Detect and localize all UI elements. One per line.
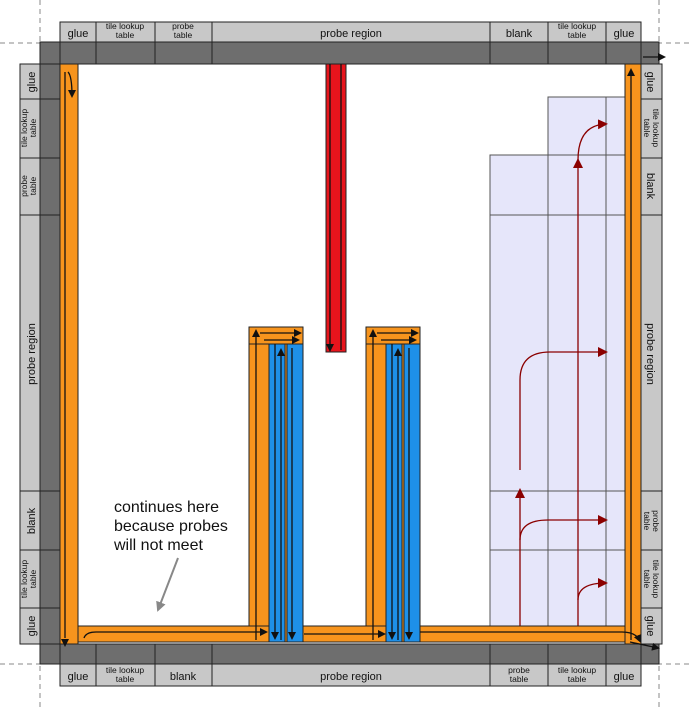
probe-table-grid <box>489 96 626 627</box>
left-probe-table-label: probetable <box>19 175 38 197</box>
left-probe-region-label: probe region <box>26 323 38 385</box>
top-blank-label: blank <box>506 28 533 40</box>
left-blank-label: blank <box>26 507 38 534</box>
annotation-line-3: will not meet <box>113 537 203 554</box>
left-tile-lookup-bottom-label: tile lookuptable <box>19 560 38 599</box>
top-glue-left-label: glue <box>68 28 89 40</box>
right-glue-bottom-label: glue <box>644 616 656 637</box>
right-glue-top-label: glue <box>644 72 656 93</box>
left-column <box>248 326 304 643</box>
right-border <box>640 63 663 645</box>
bottom-blank-label: blank <box>170 671 197 683</box>
bottom-probe-region-label: probe region <box>320 671 382 683</box>
right-blank-label: blank <box>644 173 656 200</box>
left-tile-lookup-label: tile lookuptable <box>19 109 38 148</box>
left-glue-top-label: glue <box>26 72 38 93</box>
annotation: continues here because probes will not m… <box>113 499 228 612</box>
right-tile-lookup-label: tile lookuptable <box>642 109 661 148</box>
right-probe-table-label: probetable <box>642 510 661 532</box>
left-labels: glue tile lookuptable probetable probe r… <box>19 72 38 637</box>
top-probe-region-label: probe region <box>320 28 382 40</box>
left-glue-bottom-label: glue <box>26 616 38 637</box>
bottom-glue-left-label: glue <box>68 671 89 683</box>
bottom-border <box>39 643 660 687</box>
right-column <box>365 326 421 643</box>
right-labels: glue tile lookuptable blank probe region… <box>642 72 661 637</box>
left-border <box>19 63 61 645</box>
annotation-line-1: continues here <box>114 499 219 516</box>
bottom-glue-right-label: glue <box>614 671 635 683</box>
right-tile-lookup-bottom-label: tile lookuptable <box>642 560 661 599</box>
right-probe-region-label: probe region <box>644 323 656 385</box>
flow-arrows <box>61 53 666 651</box>
annotation-line-2: because probes <box>114 518 228 535</box>
top-glue-right-label: glue <box>614 28 635 40</box>
annotation-arrow <box>156 557 179 612</box>
red-probe <box>325 63 347 353</box>
probe-table-arrows <box>515 119 608 626</box>
